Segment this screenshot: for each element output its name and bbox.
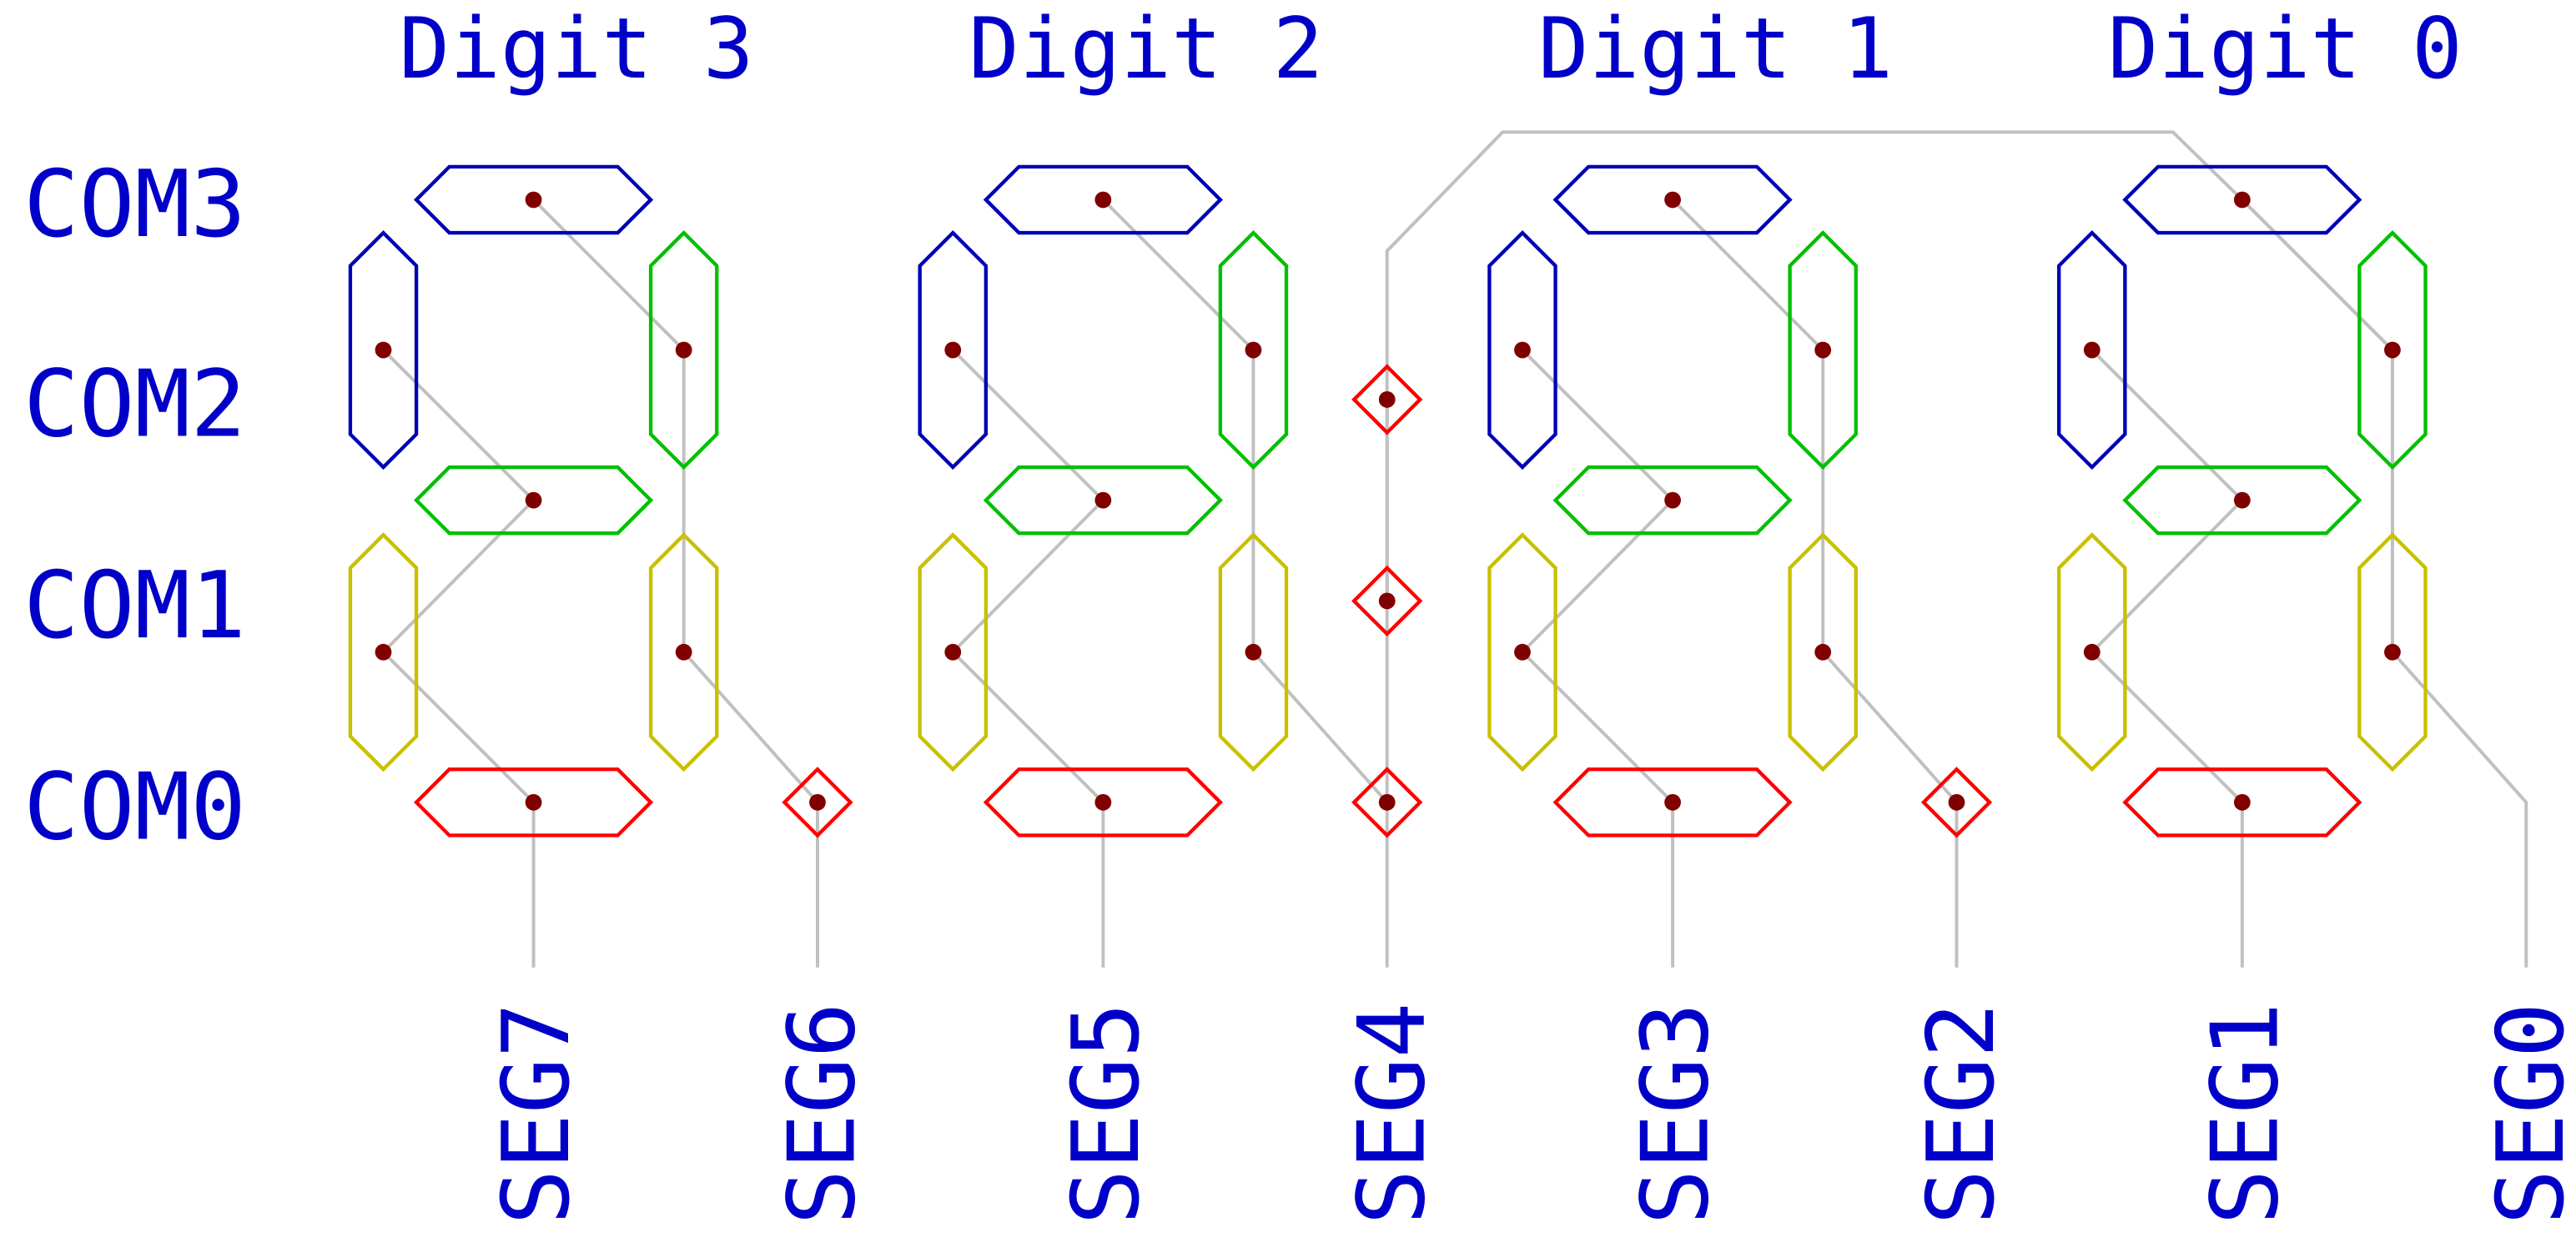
digit3-segment-g	[414, 465, 654, 536]
digit3-dot-b	[675, 341, 692, 359]
digit1-wire-right-down	[1821, 651, 1959, 968]
digit2-decimal-point	[1351, 767, 1423, 838]
digit0-segment-f	[2057, 229, 2127, 470]
digit3-segment-a	[414, 164, 654, 235]
digit2-segment-g	[983, 465, 1223, 536]
digit3-wire-right-chain	[532, 199, 686, 652]
digit1-segment-e	[1487, 532, 1557, 772]
digit-labels: Digit 3 Digit 2 Digit 1 Digit 0	[399, 0, 2463, 98]
digit0-segment-a	[2122, 164, 2362, 235]
colon-upper	[1351, 364, 1423, 435]
digit1-dot-f	[1514, 341, 1531, 359]
com-label-2: COM2	[23, 350, 246, 458]
digit3-segment-f	[348, 229, 419, 470]
digit1-decimal-point	[1920, 767, 1993, 838]
digit1-segment-f	[1487, 229, 1557, 470]
digit2-segment-d	[983, 767, 1223, 838]
digit2-dot-g	[1094, 491, 1112, 509]
digit0-dot-f	[2083, 341, 2101, 359]
digit0-segment-b	[2357, 229, 2428, 470]
com-label-0: COM0	[23, 753, 246, 861]
digit1-wire-right-chain	[1671, 199, 1825, 652]
digit2-wire-right-chain	[1101, 199, 1255, 652]
digit0-dot-b	[2384, 341, 2401, 359]
digit3-segment-b	[648, 229, 719, 470]
digit0-dot-c	[2384, 643, 2401, 661]
digit2-segment-a	[983, 164, 1223, 235]
digit3-dot-d	[525, 793, 542, 811]
digit2-segment-f	[918, 229, 989, 470]
digit3-dot-c	[675, 643, 692, 661]
digit1-dot-a	[1664, 191, 1682, 209]
digit2-dot-c	[1245, 643, 1262, 661]
com-labels: COM3 COM2 COM1 COM0	[23, 151, 246, 861]
digit2-segment-b	[1218, 229, 1289, 470]
digit2-segment-e	[918, 532, 989, 772]
digit0-segment-e	[2057, 532, 2127, 772]
digit0-dot-d	[2233, 793, 2251, 811]
seg-label-4: SEG4	[1338, 1003, 1446, 1225]
digit0-segment-g	[2122, 465, 2362, 536]
digit1-segment-g	[1552, 465, 1793, 536]
digit3-segment-c	[648, 532, 719, 772]
digit3-dot-a	[525, 191, 542, 209]
digit3-dot-f	[375, 341, 392, 359]
digit3-dot-e	[375, 643, 392, 661]
digit0-segment-c	[2357, 532, 2428, 772]
digit-label-3: Digit 3	[399, 0, 753, 98]
digit3-dot-g	[525, 491, 542, 509]
seg-label-0: SEG0	[2478, 1003, 2576, 1225]
digit1-dot-dp	[1948, 793, 1965, 811]
digit2-dot-f	[944, 341, 962, 359]
digit0-dot-e	[2083, 643, 2101, 661]
digit0-dot-g	[2233, 491, 2251, 509]
seg-label-7: SEG7	[483, 1003, 591, 1225]
seg-label-6: SEG6	[769, 1003, 877, 1225]
digit3-dot-dp	[809, 793, 826, 811]
com-label-3: COM3	[23, 151, 246, 259]
digit2-dot-b	[1245, 341, 1262, 359]
digit3-segment-e	[348, 532, 419, 772]
digit0-segment-d	[2122, 767, 2362, 838]
digit-label-1: Digit 1	[1538, 0, 1893, 98]
segments	[348, 164, 2428, 838]
colon-upper-dot	[1378, 391, 1396, 408]
colon-lower-dot	[1378, 592, 1396, 610]
digit1-segment-d	[1552, 767, 1793, 838]
connection-dots	[375, 191, 2401, 811]
digit-label-2: Digit 2	[969, 0, 1323, 98]
digit0-wire-right-chain	[2241, 199, 2394, 652]
digit2-dot-d	[1094, 793, 1112, 811]
digit2-segment-c	[1218, 532, 1289, 772]
digit3-wire-right-down	[682, 651, 819, 968]
digit1-segment-b	[1788, 229, 1858, 470]
digit2-wire-right-down	[1251, 651, 1389, 968]
digit1-segment-a	[1552, 164, 1793, 235]
digit1-dot-b	[1814, 341, 1832, 359]
digit1-dot-c	[1814, 643, 1832, 661]
digit0-dot-a	[2233, 191, 2251, 209]
seg-label-1: SEG1	[2191, 1003, 2299, 1225]
digit1-dot-g	[1664, 491, 1682, 509]
digit3-segment-d	[414, 767, 654, 838]
digit1-segment-c	[1788, 532, 1858, 772]
seg-label-3: SEG3	[1623, 1003, 1730, 1225]
com-label-1: COM1	[23, 552, 246, 660]
seg-label-2: SEG2	[1908, 1003, 2015, 1225]
digit-label-0: Digit 0	[2108, 0, 2463, 98]
digit1-dot-d	[1664, 793, 1682, 811]
digit2-dot-dp	[1378, 793, 1396, 811]
seg-label-5: SEG5	[1053, 1003, 1160, 1225]
digit2-dot-e	[944, 643, 962, 661]
digit2-dot-a	[1094, 191, 1112, 209]
digit1-dot-e	[1514, 643, 1531, 661]
digit3-decimal-point	[782, 767, 853, 838]
seg-labels: SEG7 SEG6 SEG5 SEG4 SEG3 SEG2 SEG1 SEG0	[483, 1003, 2576, 1225]
wires	[380, 130, 2528, 968]
colon-lower	[1351, 565, 1423, 637]
